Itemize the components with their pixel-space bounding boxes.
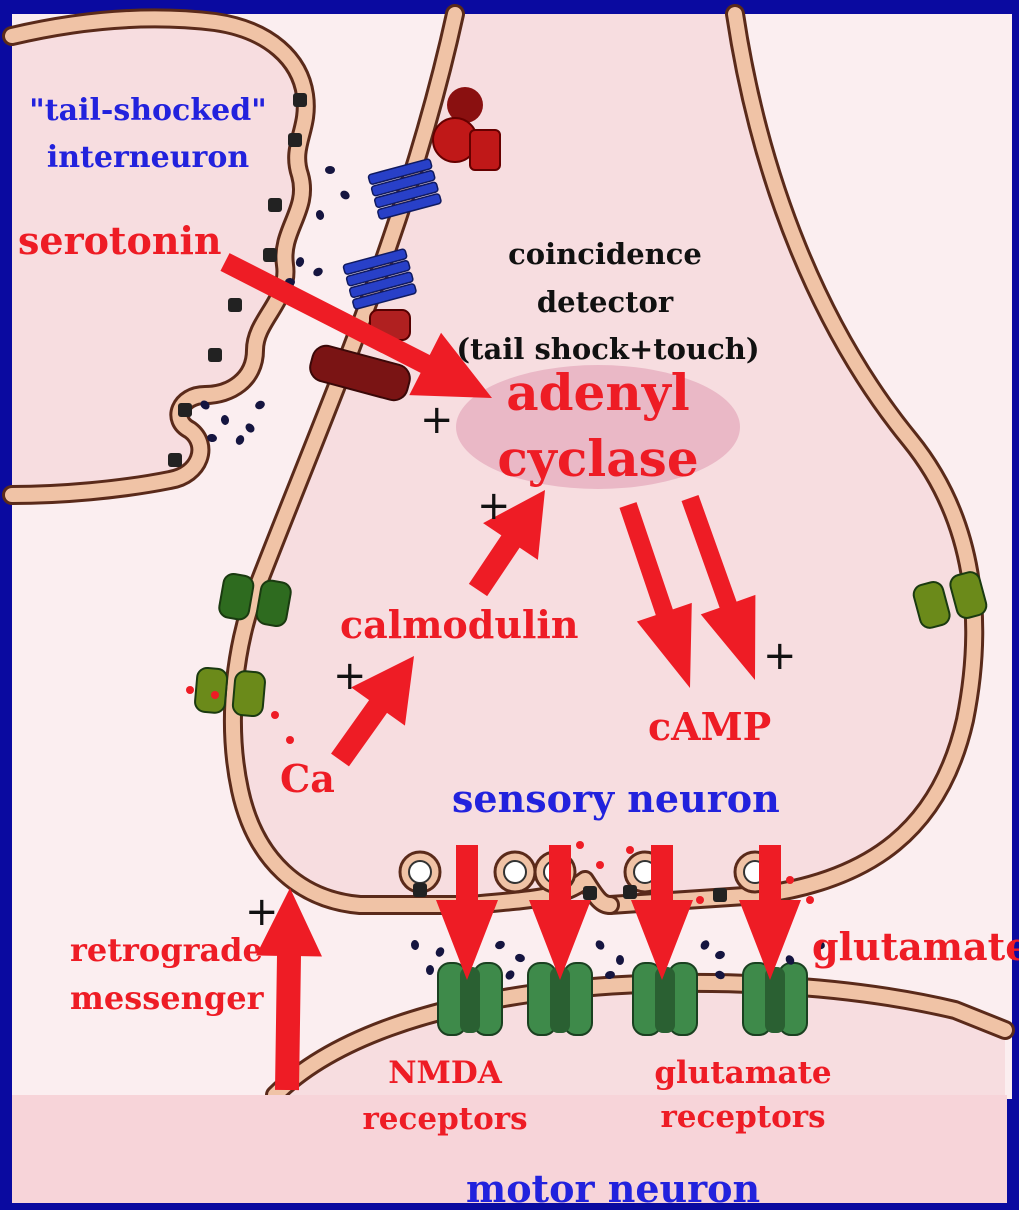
interneuron-label-line1: "tail-shocked" [18, 96, 278, 126]
calcium-dot [626, 846, 634, 854]
nmda-label-line1: NMDA [360, 1058, 530, 1089]
membrane-dock [623, 885, 637, 899]
calcium-dot [286, 736, 294, 744]
red-protein-side [470, 130, 500, 170]
calcium-channel-lower-right [232, 670, 266, 716]
calmodulin-label: calmodulin [340, 606, 578, 644]
retrograde-label-line2: messenger [70, 982, 260, 1014]
nmda-label-line2: receptors [360, 1104, 530, 1135]
calcium-dot [786, 876, 794, 884]
cyclase-label: cyclase [470, 434, 726, 484]
interneuron-label-line2: interneuron [18, 143, 278, 173]
ca-label: Ca [280, 760, 335, 798]
calcium-dot [596, 861, 604, 869]
postsynaptic-receptor-4 [743, 963, 807, 1035]
membrane-dock [208, 348, 222, 362]
membrane-dock [713, 888, 727, 902]
receptor-core [460, 967, 480, 1033]
calcium-dot [576, 841, 584, 849]
plus-sign-calmodulin: + [477, 486, 511, 526]
membrane-dock [583, 886, 597, 900]
postsynaptic-receptor-1 [438, 963, 502, 1035]
coincidence-label-line3: (tail shock+touch) [452, 335, 764, 364]
glutamate-label: glutamate [812, 928, 1019, 966]
retrograde-label-line1: retrograde [70, 934, 260, 966]
vesicle-core [504, 861, 526, 883]
glu-receptors-label-line1: glutamate [648, 1058, 838, 1089]
motor-neuron-label: motor neuron [466, 1170, 760, 1208]
membrane-dock [168, 453, 182, 467]
receptor-core [765, 967, 785, 1033]
transmitter-dot [325, 166, 335, 174]
receptor-core [655, 967, 675, 1033]
camp-label: cAMP [648, 708, 771, 746]
synaptic-vesicle-2 [495, 852, 535, 892]
membrane-dock [288, 133, 302, 147]
calcium-dot [696, 896, 704, 904]
membrane-dock [413, 883, 427, 897]
plus-sign-serotonin: + [420, 400, 454, 440]
calcium-dot [271, 711, 279, 719]
membrane-dock [228, 298, 242, 312]
calcium-channel-lower-left [194, 667, 228, 713]
sensory-neuron-label: sensory neuron [452, 780, 780, 818]
calcium-dot [211, 691, 219, 699]
membrane-dock [293, 93, 307, 107]
serotonin-label: serotonin [18, 222, 222, 260]
calcium-dot [806, 896, 814, 904]
glu-receptors-label-line2: receptors [648, 1102, 838, 1133]
postsynaptic-receptor-3 [633, 963, 697, 1035]
membrane-dock [268, 198, 282, 212]
plus-sign-retrograde: + [245, 892, 279, 932]
plus-sign-camp: + [763, 636, 797, 676]
coincidence-label-line1: coincidence [460, 240, 750, 269]
vesicle-core [409, 861, 431, 883]
membrane-dock [263, 248, 277, 262]
calcium-dot [186, 686, 194, 694]
membrane-dock [178, 403, 192, 417]
plus-sign-ca: + [333, 656, 367, 696]
coincidence-label-line2: detector [460, 288, 750, 317]
adenyl-label: adenyl [470, 368, 726, 418]
